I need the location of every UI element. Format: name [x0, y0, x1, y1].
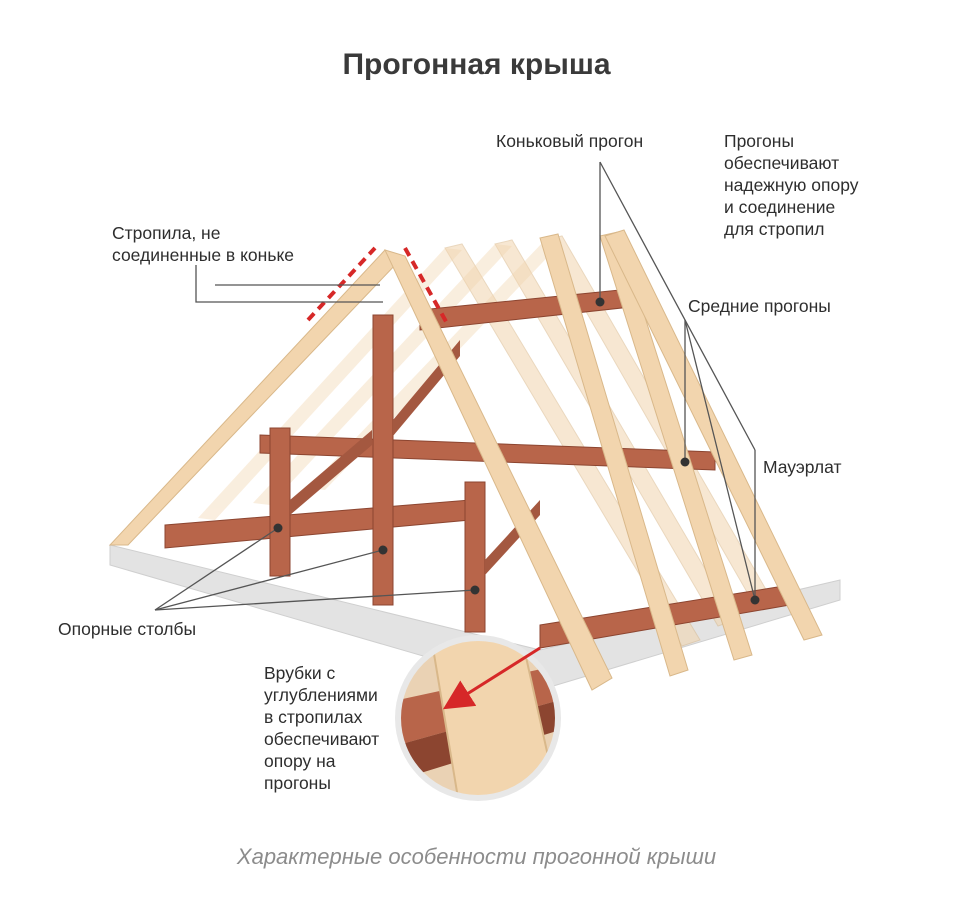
figure-caption: Характерные особенности прогонной крыши [236, 844, 717, 869]
label-middle-purlins: Средние прогоны [688, 296, 831, 316]
page-title: Прогонная крыша [342, 48, 611, 81]
notch-arrow [442, 646, 541, 710]
front-rafter-right [384, 249, 613, 691]
support-post-center [372, 314, 394, 606]
label-support-posts: Опорные столбы [58, 619, 197, 639]
floor-slab [109, 544, 841, 691]
right-slope-rafters [539, 229, 823, 677]
label-notches-note: Врубки с углублениями в стропилах обеспе… [264, 663, 380, 793]
support-post-left [269, 427, 291, 577]
ridge-gap-indicator [306, 246, 450, 326]
support-post-right [464, 481, 486, 633]
label-rafters-not-joined: Стропила, не соединенные в коньке [112, 223, 295, 265]
notch-detail-zoom [395, 635, 561, 801]
label-purlins-note: Прогоны обеспечивают надежную опору и со… [724, 131, 859, 239]
pointer-lines [154, 161, 756, 611]
pointer-dots [273, 297, 760, 605]
label-mauerlat: Мауэрлат [763, 457, 842, 477]
label-ridge-purlin: Коньковый прогон [496, 131, 644, 151]
brace-left [290, 430, 372, 515]
